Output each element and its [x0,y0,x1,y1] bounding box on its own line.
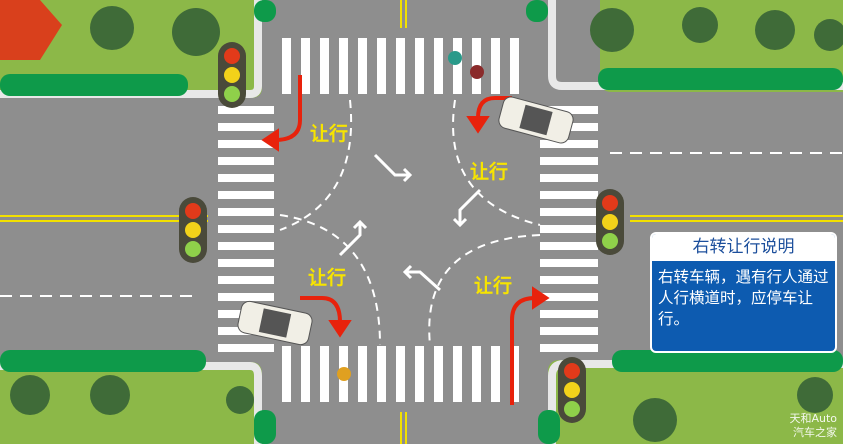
traffic-lights [179,42,624,423]
watermark-line1: 天和Auto [789,412,837,425]
crosswalk-stripe [415,346,424,402]
crosswalk-stripe [218,106,274,114]
crosswalk-stripe [540,106,598,114]
info-box: 右转让行说明 右转车辆，遇有行人通过人行横道时，应停车让行。 [650,232,837,353]
house-roof [0,0,62,60]
yield-label: 让行 [310,122,348,145]
crosswalk-stripe [396,38,405,94]
crosswalk-stripe [218,242,274,250]
crosswalk-stripe [358,38,367,94]
crosswalk-stripe [510,38,519,94]
crosswalk-stripe [491,38,500,94]
crosswalk-stripe [396,346,405,402]
watermark-line2: 汽车之家 [793,426,837,439]
lane-lines [0,152,843,297]
crosswalk-stripe [218,191,274,199]
crosswalk-stripe [434,346,443,402]
yield-label: 让行 [470,160,508,183]
crosswalk-stripe [218,259,274,267]
cars [237,96,574,346]
traffic-light-icon [179,197,207,263]
crosswalk-stripe [540,140,598,148]
crosswalk-stripe [218,174,274,182]
crosswalk-stripe [540,327,598,335]
yield-label: 让行 [474,274,512,297]
crosswalk-stripe [415,38,424,94]
crosswalk-stripe [320,346,329,402]
crosswalk-stripe [320,38,329,94]
crosswalk-stripe [540,276,598,284]
crosswalk-stripe [540,310,598,318]
crosswalk-stripe [282,346,291,402]
crosswalk-stripe [358,346,367,402]
crosswalk-stripe [540,242,598,250]
trees [10,6,843,442]
crosswalk-stripe [377,38,386,94]
crosswalk-stripe [218,140,274,148]
crosswalk-stripe [282,38,291,94]
crosswalk-stripe [339,38,348,94]
traffic-light-icon [218,42,246,108]
crosswalk-stripe [540,157,598,165]
crosswalk-stripe [540,259,598,267]
crosswalk-stripe [472,346,481,402]
crosswalk-stripe [491,346,500,402]
crosswalk-stripe [377,346,386,402]
crosswalk-stripe [218,344,274,352]
crosswalk-stripe [434,38,443,94]
yield-label: 让行 [308,266,346,289]
crosswalk-stripe [301,38,310,94]
crosswalk-stripe [453,346,462,402]
crosswalk-stripe [218,276,274,284]
crosswalk-stripe [540,191,598,199]
crosswalk-stripe [540,225,598,233]
watermark: 天和Auto 汽车之家 [789,412,837,440]
crosswalk-stripe [540,208,598,216]
info-body: 右转车辆，遇有行人通过人行横道时，应停车让行。 [658,268,829,328]
traffic-light-icon [558,357,586,423]
guide-lines [279,99,541,346]
traffic-light-icon [596,189,624,255]
crosswalk-stripe [301,346,310,402]
crosswalk-stripe [218,123,274,131]
crosswalk-stripe [218,157,274,165]
crosswalk-stripe [540,344,598,352]
crosswalk-stripe [540,174,598,182]
pedestrians [337,51,484,381]
crosswalk-stripe [218,293,274,301]
lane-arrows [338,153,482,292]
crosswalk-stripe [510,346,519,402]
crosswalks [218,38,598,402]
right-turn-arrows [261,75,550,405]
info-title: 右转让行说明 [652,234,835,261]
crosswalk-stripe [540,293,598,301]
crosswalk-stripe [218,208,274,216]
crosswalk-stripe [453,38,462,94]
crosswalk-stripe [218,225,274,233]
